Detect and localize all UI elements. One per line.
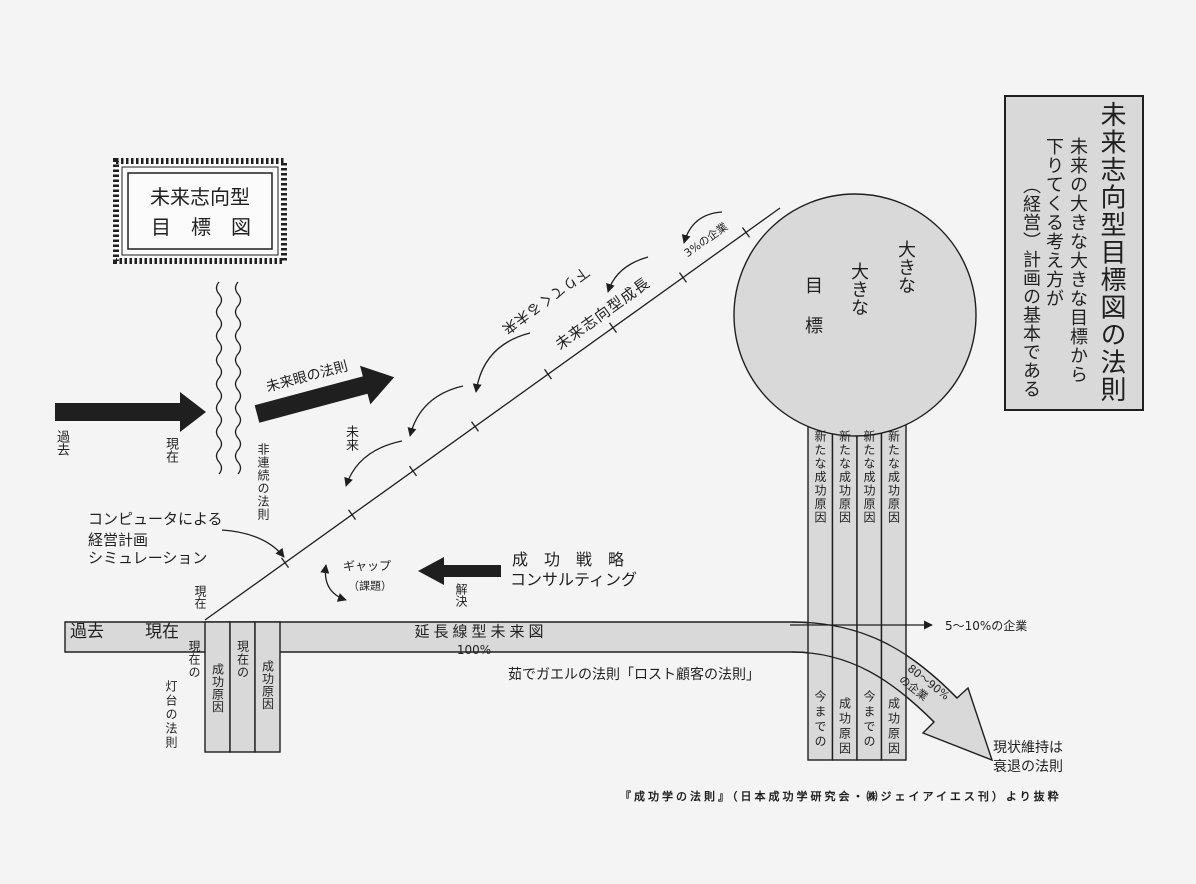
descending-curved-arrow xyxy=(407,385,464,437)
title-box-line: （経営）計画の基本である xyxy=(1020,176,1041,398)
title-box-line: 下りてくる考え方が xyxy=(1043,137,1064,308)
goal-cause-column xyxy=(880,419,907,761)
discontinuity-law-label: 非連続の法則 xyxy=(256,443,270,521)
status-quo-law-line: 衰退の法則 xyxy=(993,759,1063,775)
lighthouse-law-line: 現在の xyxy=(187,640,201,679)
wavy-line-left xyxy=(215,281,223,475)
past-success-cause-label: 今までの xyxy=(813,690,827,750)
decline-curve-bottom-edge xyxy=(791,651,935,723)
descending-curved-arrow xyxy=(472,332,531,393)
computer-simulation-line: シミュレーション xyxy=(88,549,208,567)
current-cause-column xyxy=(254,621,281,753)
stamp-title-line1: 未来志向型 xyxy=(150,185,250,209)
title-box-heading: 未来志向型目標図の法則 xyxy=(1096,101,1126,404)
current-success-cause-label: 成功原因 xyxy=(260,660,275,710)
gap-label: ギャップ xyxy=(342,559,392,573)
boiled-frog-law-label: 茹でガエルの法則「ロスト顧客の法則」 xyxy=(508,667,760,683)
computer-simulation-line: 経営計画 xyxy=(88,531,149,549)
big-goal-circle xyxy=(733,193,977,437)
solution-label: 解決 xyxy=(454,583,468,607)
stamp-inner-frame xyxy=(127,172,273,250)
title-box-line: 未来の大きな大きな目標から xyxy=(1067,137,1088,384)
goal-cause-column xyxy=(856,419,883,761)
tick-mark xyxy=(678,272,688,283)
tick-mark xyxy=(741,227,751,238)
big-goal-text: 大きな xyxy=(848,262,869,316)
present-label: 現在 xyxy=(163,437,178,463)
bar-past-label: 過去 xyxy=(70,622,104,642)
status-quo-law-line: 現状維持は xyxy=(993,740,1063,756)
past-to-present-arrow xyxy=(55,392,206,432)
tick-mark xyxy=(280,557,290,568)
descending-curved-arrow xyxy=(606,256,649,293)
tick-mark xyxy=(543,368,553,380)
bar-percent: 100% xyxy=(456,643,492,657)
simulation-pointer-arrow xyxy=(221,529,285,558)
computer-simulation-line: コンピュータによる xyxy=(88,510,223,528)
future-eye-arrow xyxy=(254,365,395,423)
gap-note: （課題） xyxy=(348,579,392,593)
growth-line xyxy=(204,207,781,621)
big-goal-text: 大きな xyxy=(895,240,916,294)
bar-title: 延長線型未来図 xyxy=(414,622,548,641)
past-label: 過去 xyxy=(54,430,69,456)
lighthouse-law-line: 灯台の法則 xyxy=(164,680,178,750)
new-success-cause-label: 新たな成功原因 xyxy=(837,430,852,525)
current-success-cause-label: 成功原因 xyxy=(210,663,225,713)
wavy-line-right xyxy=(234,281,242,475)
title-box xyxy=(1004,95,1144,411)
gap-double-arrow xyxy=(320,564,347,602)
tick-mark xyxy=(408,465,418,477)
current-success-cause-label: 現在の xyxy=(235,640,250,679)
source-citation: 『成功学の法則』（日本成功学研究会・㈱ジェイアイエス刊）より抜粋 xyxy=(620,790,1062,803)
new-success-cause-label: 新たな成功原因 xyxy=(813,430,827,525)
origin-present-label: 現在 xyxy=(193,585,207,609)
new-success-cause-label: 新たな成功原因 xyxy=(886,430,901,525)
decline-curve-top-edge xyxy=(791,621,958,699)
strategy-line1: 成 功 戦 略 xyxy=(512,550,625,569)
tick-mark xyxy=(608,322,618,333)
past-success-cause-label: 今までの xyxy=(862,690,876,750)
bar-present-label: 現在 xyxy=(145,622,179,642)
past-success-cause-label: 成功原因 xyxy=(837,697,852,757)
stamp-title-line2: 目 標 図 xyxy=(151,215,251,239)
tick-mark xyxy=(470,421,480,432)
future-label: 未来 xyxy=(343,425,358,451)
strategy-line2: コンサルティング xyxy=(510,570,638,589)
new-success-cause-label: 新たな成功原因 xyxy=(862,430,876,525)
stamp-outer-line xyxy=(121,166,279,256)
stamp-perforated-border xyxy=(113,158,287,264)
strategy-arrow xyxy=(418,557,501,585)
descending-curved-arrow xyxy=(681,211,723,244)
big-goal-text: 目 標 xyxy=(802,276,823,336)
past-success-cause-label: 成功原因 xyxy=(886,697,901,757)
descending-curved-arrow xyxy=(344,440,403,487)
mid-share-label: 5〜10%の企業 xyxy=(945,619,1028,633)
tick-mark xyxy=(347,509,357,520)
